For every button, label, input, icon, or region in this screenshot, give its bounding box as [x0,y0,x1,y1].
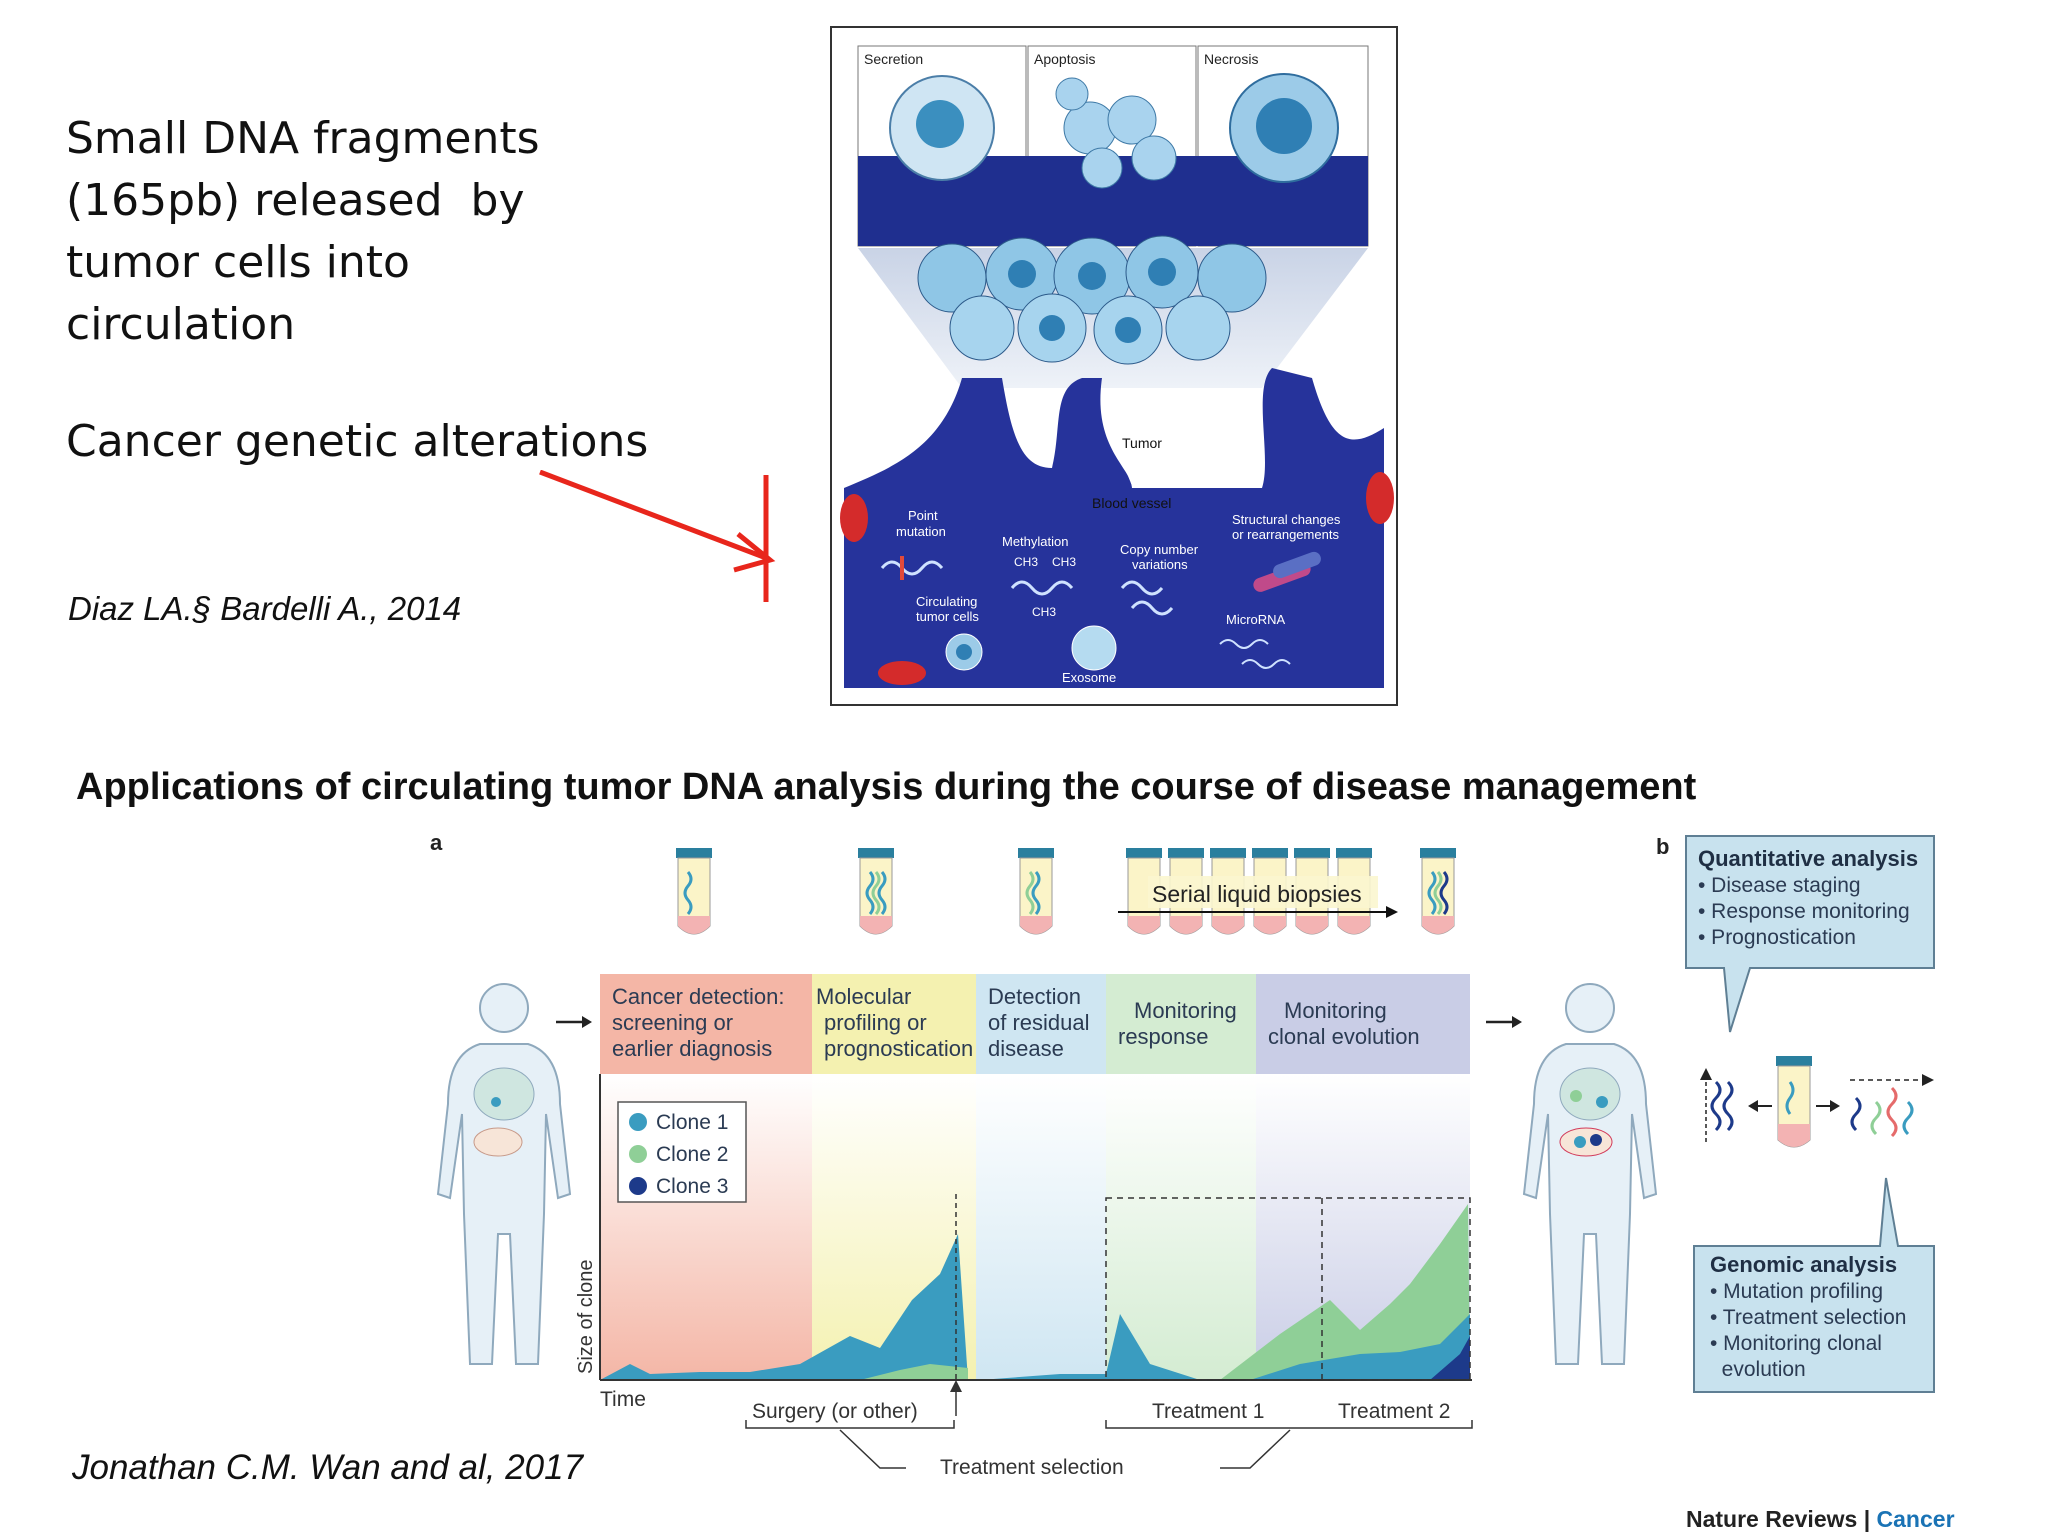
journal-separator: | [1857,1506,1877,1532]
quant-item: • Prognostication [1698,926,1856,949]
legend-clone-3: Clone 3 [656,1175,728,1198]
subheading: Cancer genetic alterations [66,416,649,467]
phase-label: Detection of residual disease [988,984,1090,1061]
label-microrna: MicroRNA [1226,612,1286,627]
label-ch3: CH3 [1032,605,1056,619]
y-axis-label: Size of clone [575,1259,597,1374]
clone-1-area [980,1314,1200,1380]
intro-line: Small DNA fragments [66,113,540,164]
label-exosome: Exosome [1062,670,1116,685]
biopsy-tube-icon [676,848,712,935]
arrow-right-icon [556,1016,592,1028]
intro-line: circulation [66,299,296,350]
phase-residual-disease: Detection of residual disease [976,974,1106,1074]
clone-3-area [1430,1336,1470,1380]
ctdna-release-figure: Secretion Apoptosis Necrosis Tumo [830,26,1398,706]
human-figure-right [1522,983,1658,1365]
tubes-row: Serial liquid biopsies [676,848,1456,935]
panel-b-letter: b [1656,834,1670,859]
legend-clone-2: Clone 2 [656,1143,728,1166]
phase-cancer-detection: Cancer detection: screening or earlier d… [600,974,812,1074]
clone-2-area [860,1364,968,1380]
journal-section: Cancer [1876,1506,1955,1532]
phase-label: Cancer detection: screening or earlier d… [612,984,785,1061]
phase-label: Monitoring clonal evolution [1268,998,1420,1049]
section-heading: Applications of circulating tumor DNA an… [76,766,1697,808]
quant-item: • Response monitoring [1698,900,1910,923]
journal-credit: Nature Reviews | Cancer [1686,1506,1955,1533]
serial-biopsies-label: Serial liquid biopsies [1152,881,1362,907]
genomic-item: • Monitoring clonal [1710,1332,1882,1355]
quant-item: • Disease staging [1698,874,1861,897]
panel-a-letter: a [430,830,443,855]
surgery-label: Surgery (or other) [752,1400,918,1423]
genomic-title: Genomic analysis [1710,1252,1897,1277]
intro-line: tumor cells into [66,237,410,288]
red-arrow [539,470,776,602]
biopsy-tube-icon [1018,848,1054,935]
label-ch3: CH3 [1014,555,1038,569]
citation-diaz: Diaz LA.§ Bardelli A., 2014 [68,590,462,627]
label-ch3: CH3 [1052,555,1076,569]
phase-label: Molecular profiling or prognostication [816,984,974,1061]
treatment-selection-label: Treatment selection [940,1456,1124,1479]
human-figure-left [436,983,572,1365]
genomic-item: • Mutation profiling [1710,1280,1883,1303]
phase-label: Monitoring response [1118,998,1237,1049]
intro-text: Small DNA fragments (165pb) released by … [66,108,626,356]
label-tumor: Tumor [1122,435,1162,451]
biopsy-tube-icon [858,848,894,935]
genomic-item: evolution [1710,1358,1806,1381]
phase-band: Cancer detection: screening or earlier d… [600,974,1470,1074]
clone-2-area [1220,1204,1470,1380]
label-blood-vessel: Blood vessel [1092,495,1171,511]
clone-size-chart: Size of clone Time Clone 1 Clone 2 Clone… [575,1074,1473,1479]
treatment-2-label: Treatment 2 [1338,1400,1450,1423]
legend-clone-1: Clone 1 [656,1111,728,1134]
x-axis-label: Time [600,1388,646,1411]
quant-title: Quantitative analysis [1698,846,1918,871]
label-methylation: Methylation [1002,534,1068,549]
intro-line: (165pb) released by [66,175,525,226]
biopsy-tube-icon [1420,848,1456,935]
phase-monitoring-response: Monitoring response [1106,974,1256,1074]
journal-name: Nature Reviews [1686,1506,1858,1532]
panel-label-secretion: Secretion [864,51,923,67]
phase-clonal-evolution: Monitoring clonal evolution [1256,974,1470,1074]
genomic-item: • Treatment selection [1710,1306,1906,1329]
arrow-right-icon [1486,1016,1522,1028]
panel-b-diagram: Quantitative analysis • Disease staging … [1685,835,1935,1393]
phase-molecular-profiling: Molecular profiling or prognostication [812,974,976,1074]
treatment-1-label: Treatment 1 [1152,1400,1264,1423]
panel-label-necrosis: Necrosis [1204,51,1258,67]
panel-label-apoptosis: Apoptosis [1034,51,1095,67]
citation-wan: Jonathan C.M. Wan and al, 2017 [72,1448,584,1487]
clone-1-area [1250,1314,1470,1380]
